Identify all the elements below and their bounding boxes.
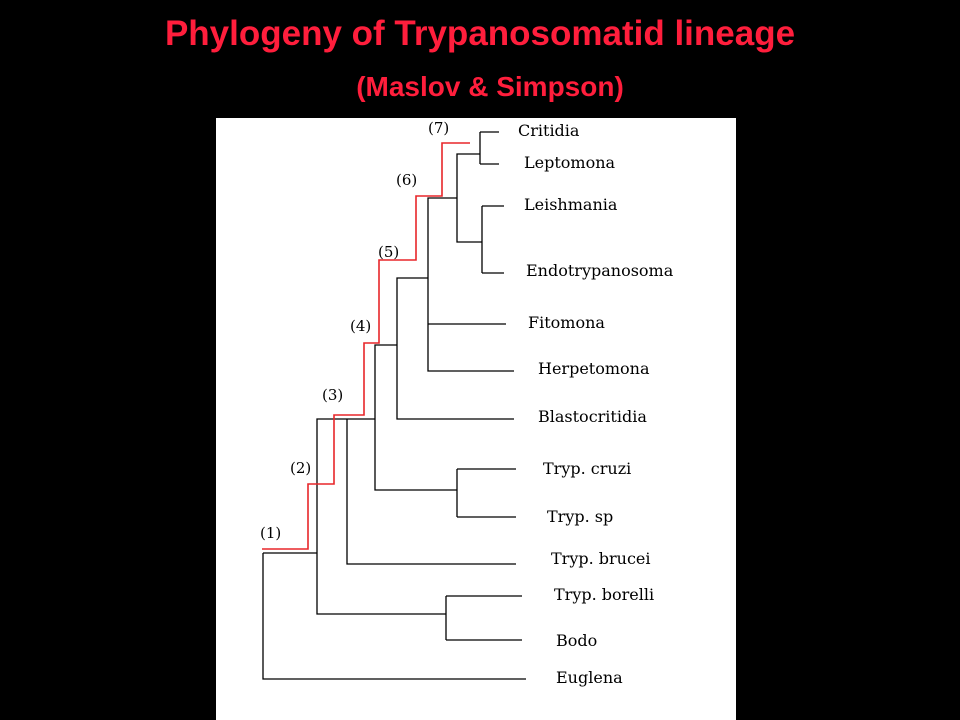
highlighted-lineage-path (262, 142, 470, 550)
node-label: (6) (396, 171, 417, 189)
branch-node-2 (316, 553, 446, 615)
branch-node-5-stem (396, 277, 428, 345)
branch-node-7-stem (456, 153, 480, 198)
branch-node-4-stem (374, 344, 397, 419)
taxon-label: Tryp. borelli (554, 585, 654, 604)
taxon-label: Leishmania (524, 195, 618, 214)
branch-node-2-stem (316, 418, 347, 553)
taxon-label: Leptomona (524, 153, 616, 172)
taxon-label: Critidia (518, 121, 580, 140)
branch-node-5 (396, 345, 514, 420)
branch-node-7 (456, 198, 482, 243)
branch-node-6 (427, 278, 514, 372)
taxon-label: Blastocritidia (538, 407, 647, 426)
branch-crit-lept (479, 131, 499, 165)
taxon-label: Tryp. cruzi (543, 459, 631, 478)
taxa-labels: Critidia Leptomona Leishmania Endotrypan… (518, 121, 674, 687)
branch-node-1 (262, 553, 526, 680)
slide-subtitle: (Maslov & Simpson) (356, 71, 624, 102)
taxon-label: Euglena (556, 668, 623, 687)
branch-node-3 (346, 419, 516, 565)
taxon-label: Bodo (556, 631, 597, 650)
phylogenetic-tree-panel: (1) (2) (3) (4) (5) (6) (7) Critidia Lep… (216, 118, 736, 720)
branch-borelli-bodo (445, 595, 522, 641)
node-label: (2) (290, 459, 311, 477)
node-label: (4) (350, 317, 371, 335)
branch-node-6-stem (427, 197, 457, 278)
taxon-label: Herpetomona (538, 359, 650, 378)
tree-branches (262, 131, 526, 680)
slide-title: Phylogeny of Trypanosomatid lineage (164, 14, 796, 53)
node-label: (1) (260, 524, 281, 542)
taxon-label: Tryp. brucei (551, 549, 651, 568)
branch-leish-endo (481, 205, 504, 274)
node-label: (5) (378, 243, 399, 261)
branch-cruzi-sp (456, 468, 516, 518)
node-labels: (1) (2) (3) (4) (5) (6) (7) (260, 119, 449, 542)
phylogenetic-tree: (1) (2) (3) (4) (5) (6) (7) Critidia Lep… (260, 119, 674, 687)
taxon-label: Fitomona (528, 313, 605, 332)
node-label: (7) (428, 119, 449, 137)
branch-node-4 (374, 419, 457, 491)
taxon-label: Tryp. sp (547, 507, 613, 526)
node-label: (3) (322, 386, 343, 404)
taxon-label: Endotrypanosoma (526, 261, 674, 280)
